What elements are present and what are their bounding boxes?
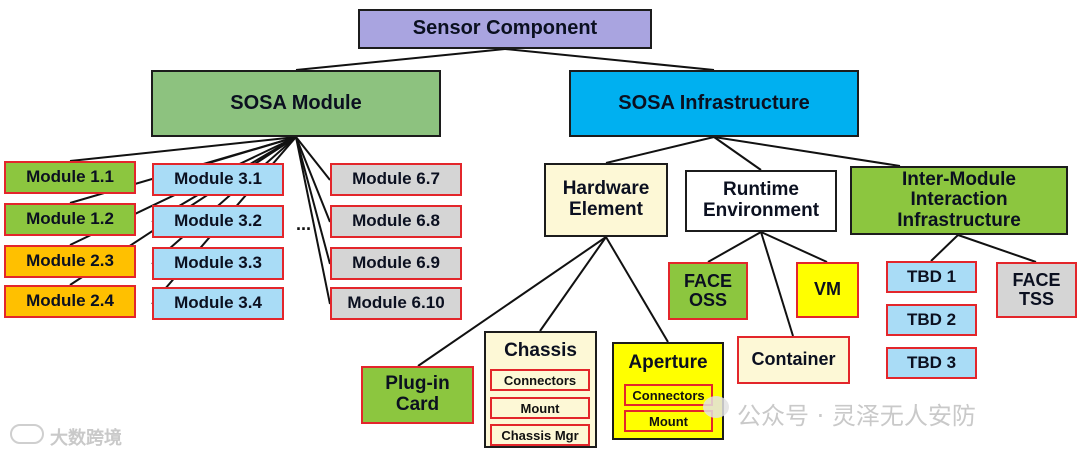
module-node-6-7[interactable]: Module 6.7 bbox=[330, 163, 462, 196]
connector-line-14 bbox=[605, 136, 715, 164]
sosa-module-node[interactable]: SOSA Module bbox=[151, 70, 441, 137]
chassis-connectors-item[interactable]: Connectors bbox=[490, 369, 590, 391]
vm-node[interactable]: VM bbox=[796, 262, 859, 318]
module-node-3-3[interactable]: Module 3.3 bbox=[152, 247, 284, 280]
connector-line-0 bbox=[295, 48, 506, 71]
tbd-1-node[interactable]: TBD 1 bbox=[886, 261, 977, 293]
aperture-connectors-item[interactable]: Connectors bbox=[624, 384, 713, 406]
connector-line-15 bbox=[713, 136, 762, 171]
chassis-mgr-item[interactable]: Chassis Mgr bbox=[490, 424, 590, 446]
module-node-6-9[interactable]: Module 6.9 bbox=[330, 247, 462, 280]
connector-line-8 bbox=[151, 136, 297, 265]
hardware-element-node[interactable]: Hardware Element bbox=[544, 163, 668, 237]
module-node-3-4[interactable]: Module 3.4 bbox=[152, 287, 284, 320]
module-node-1-1[interactable]: Module 1.1 bbox=[4, 161, 136, 194]
container-node[interactable]: Container bbox=[737, 336, 850, 384]
connector-line-24 bbox=[957, 234, 1037, 263]
face-oss-node[interactable]: FACE OSS bbox=[668, 262, 748, 320]
sosa-infrastructure-node[interactable]: SOSA Infrastructure bbox=[569, 70, 859, 137]
module-node-6-10[interactable]: Module 6.10 bbox=[330, 287, 462, 320]
connector-line-17 bbox=[417, 236, 607, 367]
chassis-mount-item[interactable]: Mount bbox=[490, 397, 590, 419]
connector-line-10 bbox=[295, 136, 331, 181]
connector-line-13 bbox=[295, 136, 331, 305]
module-node-3-2[interactable]: Module 3.2 bbox=[152, 205, 284, 238]
aperture-mount-item[interactable]: Mount bbox=[624, 410, 713, 432]
connector-line-2 bbox=[69, 136, 297, 162]
connector-line-18 bbox=[539, 236, 607, 332]
module-node-2-4[interactable]: Module 2.4 bbox=[4, 285, 136, 318]
connector-line-21 bbox=[760, 231, 794, 337]
connector-line-22 bbox=[760, 231, 828, 263]
sensor-component-node[interactable]: Sensor Component bbox=[358, 9, 652, 49]
logo-watermark: 大数跨境 bbox=[50, 428, 122, 449]
connector-line-1 bbox=[504, 48, 715, 71]
runtime-environment-node[interactable]: Runtime Environment bbox=[685, 170, 837, 232]
logo-icon bbox=[10, 424, 44, 444]
chassis-title: Chassis bbox=[504, 340, 577, 361]
connector-line-19 bbox=[605, 236, 669, 343]
face-tss-node[interactable]: FACE TSS bbox=[996, 262, 1077, 318]
plug-in-card-node[interactable]: Plug-in Card bbox=[361, 366, 474, 424]
module-node-6-8[interactable]: Module 6.8 bbox=[330, 205, 462, 238]
connector-line-11 bbox=[295, 136, 331, 223]
tbd-3-node[interactable]: TBD 3 bbox=[886, 347, 977, 379]
module-node-3-1[interactable]: Module 3.1 bbox=[152, 163, 284, 196]
tbd-2-node[interactable]: TBD 2 bbox=[886, 304, 977, 336]
connector-line-16 bbox=[713, 136, 901, 167]
wechat-icon bbox=[703, 396, 729, 418]
connector-line-23 bbox=[930, 234, 959, 262]
module-node-2-3[interactable]: Module 2.3 bbox=[4, 245, 136, 278]
wechat-watermark: 公众号 · 灵泽无人安防 bbox=[737, 402, 976, 430]
inter-module-interaction-node[interactable]: Inter-Module Interaction Infrastructure bbox=[850, 166, 1068, 235]
module-node-1-2[interactable]: Module 1.2 bbox=[4, 203, 136, 236]
module-ellipsis: ... bbox=[296, 214, 312, 234]
connector-line-12 bbox=[295, 136, 331, 265]
connector-line-20 bbox=[707, 231, 762, 263]
aperture-title: Aperture bbox=[628, 352, 708, 373]
